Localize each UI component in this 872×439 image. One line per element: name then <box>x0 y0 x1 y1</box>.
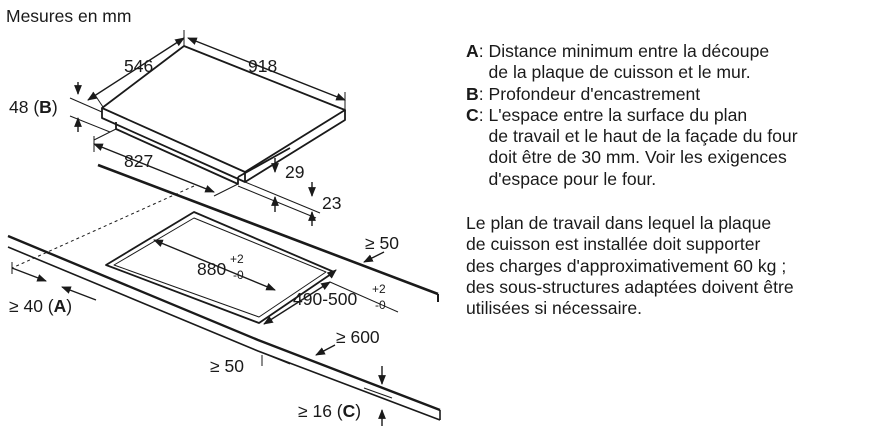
dim-front-clearance-label: ≥ 50 <box>210 356 244 376</box>
diagram-title: Mesures en mm <box>6 6 131 26</box>
dim-frame-height-label: 29 <box>285 162 304 182</box>
legend-key: B <box>466 83 479 104</box>
dim-a-label: ≥ 40 (A) <box>9 296 72 316</box>
legend-text: Distance minimum entre la découpe de la … <box>488 41 770 83</box>
dim-b-label: 48 (B) <box>9 97 58 117</box>
legend-item-a: A: Distance minimum entre la découpe de … <box>466 41 770 83</box>
legend-text: Profondeur d'encastrement <box>488 83 701 104</box>
dim-frame-depth-label: 827 <box>124 151 153 171</box>
dim-cutout-width-tol-plus: +2 <box>230 252 244 266</box>
dim-depth-label: 546 <box>124 56 153 76</box>
dim-side-clearance-label: ≥ 600 <box>336 327 380 347</box>
dim-glass-height-label: 23 <box>322 193 341 213</box>
legend-key: A <box>466 41 479 61</box>
dim-cutout-width-tol-minus: -0 <box>233 268 244 282</box>
legend: A: Distance minimum entre la découpe de … <box>466 41 866 190</box>
dim-cutout-depth-label: 490-500 <box>293 289 357 309</box>
dim-back-clearance-label: ≥ 50 <box>365 233 399 253</box>
legend-item-b: B: Profondeur d'encastrement <box>466 83 701 104</box>
hob-dimension-lines <box>69 30 346 226</box>
legend-item-c: C: L'espace entre la surface du plan de … <box>466 104 798 189</box>
worktop-dimension-lines <box>11 239 399 426</box>
dim-cutout-depth-tol-minus: -0 <box>375 298 386 312</box>
dim-cutout-depth-tol-plus: +2 <box>372 282 386 296</box>
legend-key: C <box>466 104 479 125</box>
legend-text: L'espace entre la surface du plan de tra… <box>488 104 798 189</box>
dim-c-label: ≥ 16 (C) <box>298 401 361 421</box>
dim-width-label: 918 <box>248 56 277 76</box>
dim-cutout-width-label: 880 <box>197 259 226 279</box>
load-note: Le plan de travail dans lequel la plaque… <box>466 213 794 319</box>
